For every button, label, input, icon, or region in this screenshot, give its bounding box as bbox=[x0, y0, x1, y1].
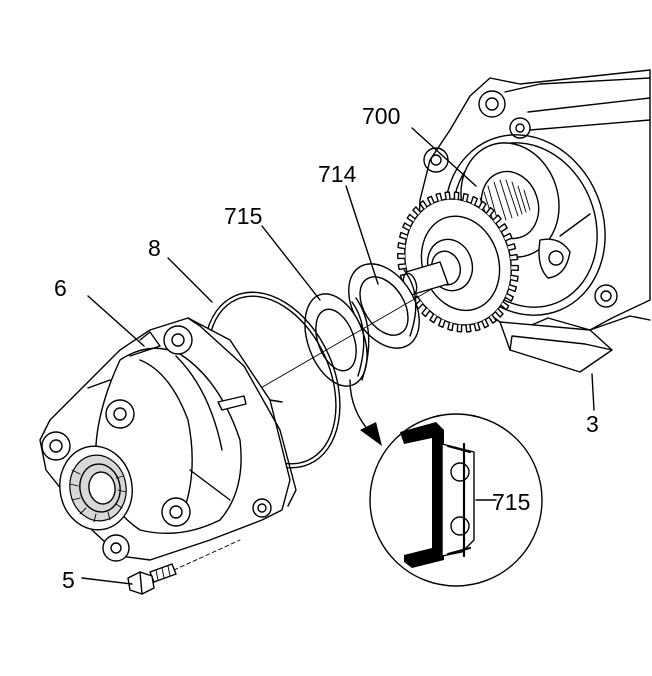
ring-gear-tooth bbox=[488, 314, 497, 324]
ring-gear-tooth bbox=[397, 242, 406, 250]
ring-gear-tooth bbox=[507, 243, 517, 251]
ring-gear-tooth bbox=[462, 192, 469, 202]
ring-gear-tooth bbox=[478, 200, 487, 211]
callout-6: 6 bbox=[54, 275, 67, 301]
ring-gear-tooth bbox=[419, 200, 428, 210]
ring-gear-tooth bbox=[412, 206, 422, 216]
ring-gear-tooth bbox=[503, 232, 513, 242]
ring-gear-tooth bbox=[510, 274, 519, 282]
leader-lines bbox=[81, 127, 595, 585]
ring-gear-tooth bbox=[494, 308, 504, 318]
ring-gear-tooth bbox=[397, 252, 405, 260]
ring-gear-tooth bbox=[465, 324, 472, 333]
extension-housing-6 bbox=[39, 317, 297, 562]
callout-714: 714 bbox=[318, 161, 357, 187]
ring-gear-tooth bbox=[504, 293, 514, 302]
callout-700: 700 bbox=[362, 103, 400, 129]
callout-3: 3 bbox=[586, 411, 599, 437]
detail-magnifier bbox=[369, 413, 543, 587]
callout-715-detail: 715 bbox=[492, 489, 530, 515]
ring-gear-tooth bbox=[429, 313, 438, 324]
bearing-715 bbox=[304, 293, 370, 387]
ring-gear-tooth bbox=[437, 318, 446, 329]
ring-gear-tooth bbox=[470, 195, 479, 206]
ring-gear-tooth bbox=[435, 192, 443, 202]
ring-gear-tooth bbox=[426, 195, 435, 205]
ring-gear-tooth bbox=[406, 213, 416, 223]
ring-gear-tooth bbox=[481, 319, 490, 329]
callout-8: 8 bbox=[148, 235, 161, 261]
ring-gear-tooth bbox=[397, 263, 407, 271]
detail-pointer-arrow bbox=[349, 379, 382, 446]
callout-715: 715 bbox=[224, 203, 262, 229]
ring-gear-tooth bbox=[511, 264, 519, 272]
ring-gear-tooth bbox=[473, 322, 481, 332]
ring-gear-tooth bbox=[444, 191, 451, 200]
callout-5: 5 bbox=[62, 567, 75, 593]
bolt-5 bbox=[127, 539, 241, 595]
ring-gear-tooth bbox=[498, 223, 508, 233]
ring-gear-tooth bbox=[447, 322, 454, 332]
ring-gear-tooth bbox=[508, 284, 517, 293]
ring-gear-tooth bbox=[456, 324, 463, 333]
ring-gear-tooth bbox=[402, 222, 412, 231]
ring-gear-tooth bbox=[492, 214, 502, 224]
assembly-axis-line bbox=[239, 289, 431, 401]
ring-gear-tooth bbox=[500, 301, 510, 311]
ring-gear-tooth bbox=[485, 206, 495, 217]
ring-gear-tooth bbox=[453, 191, 460, 200]
ring-gear-tooth bbox=[399, 231, 408, 240]
ring-gear-tooth bbox=[509, 253, 519, 261]
ring-gear-tooth bbox=[421, 307, 431, 318]
